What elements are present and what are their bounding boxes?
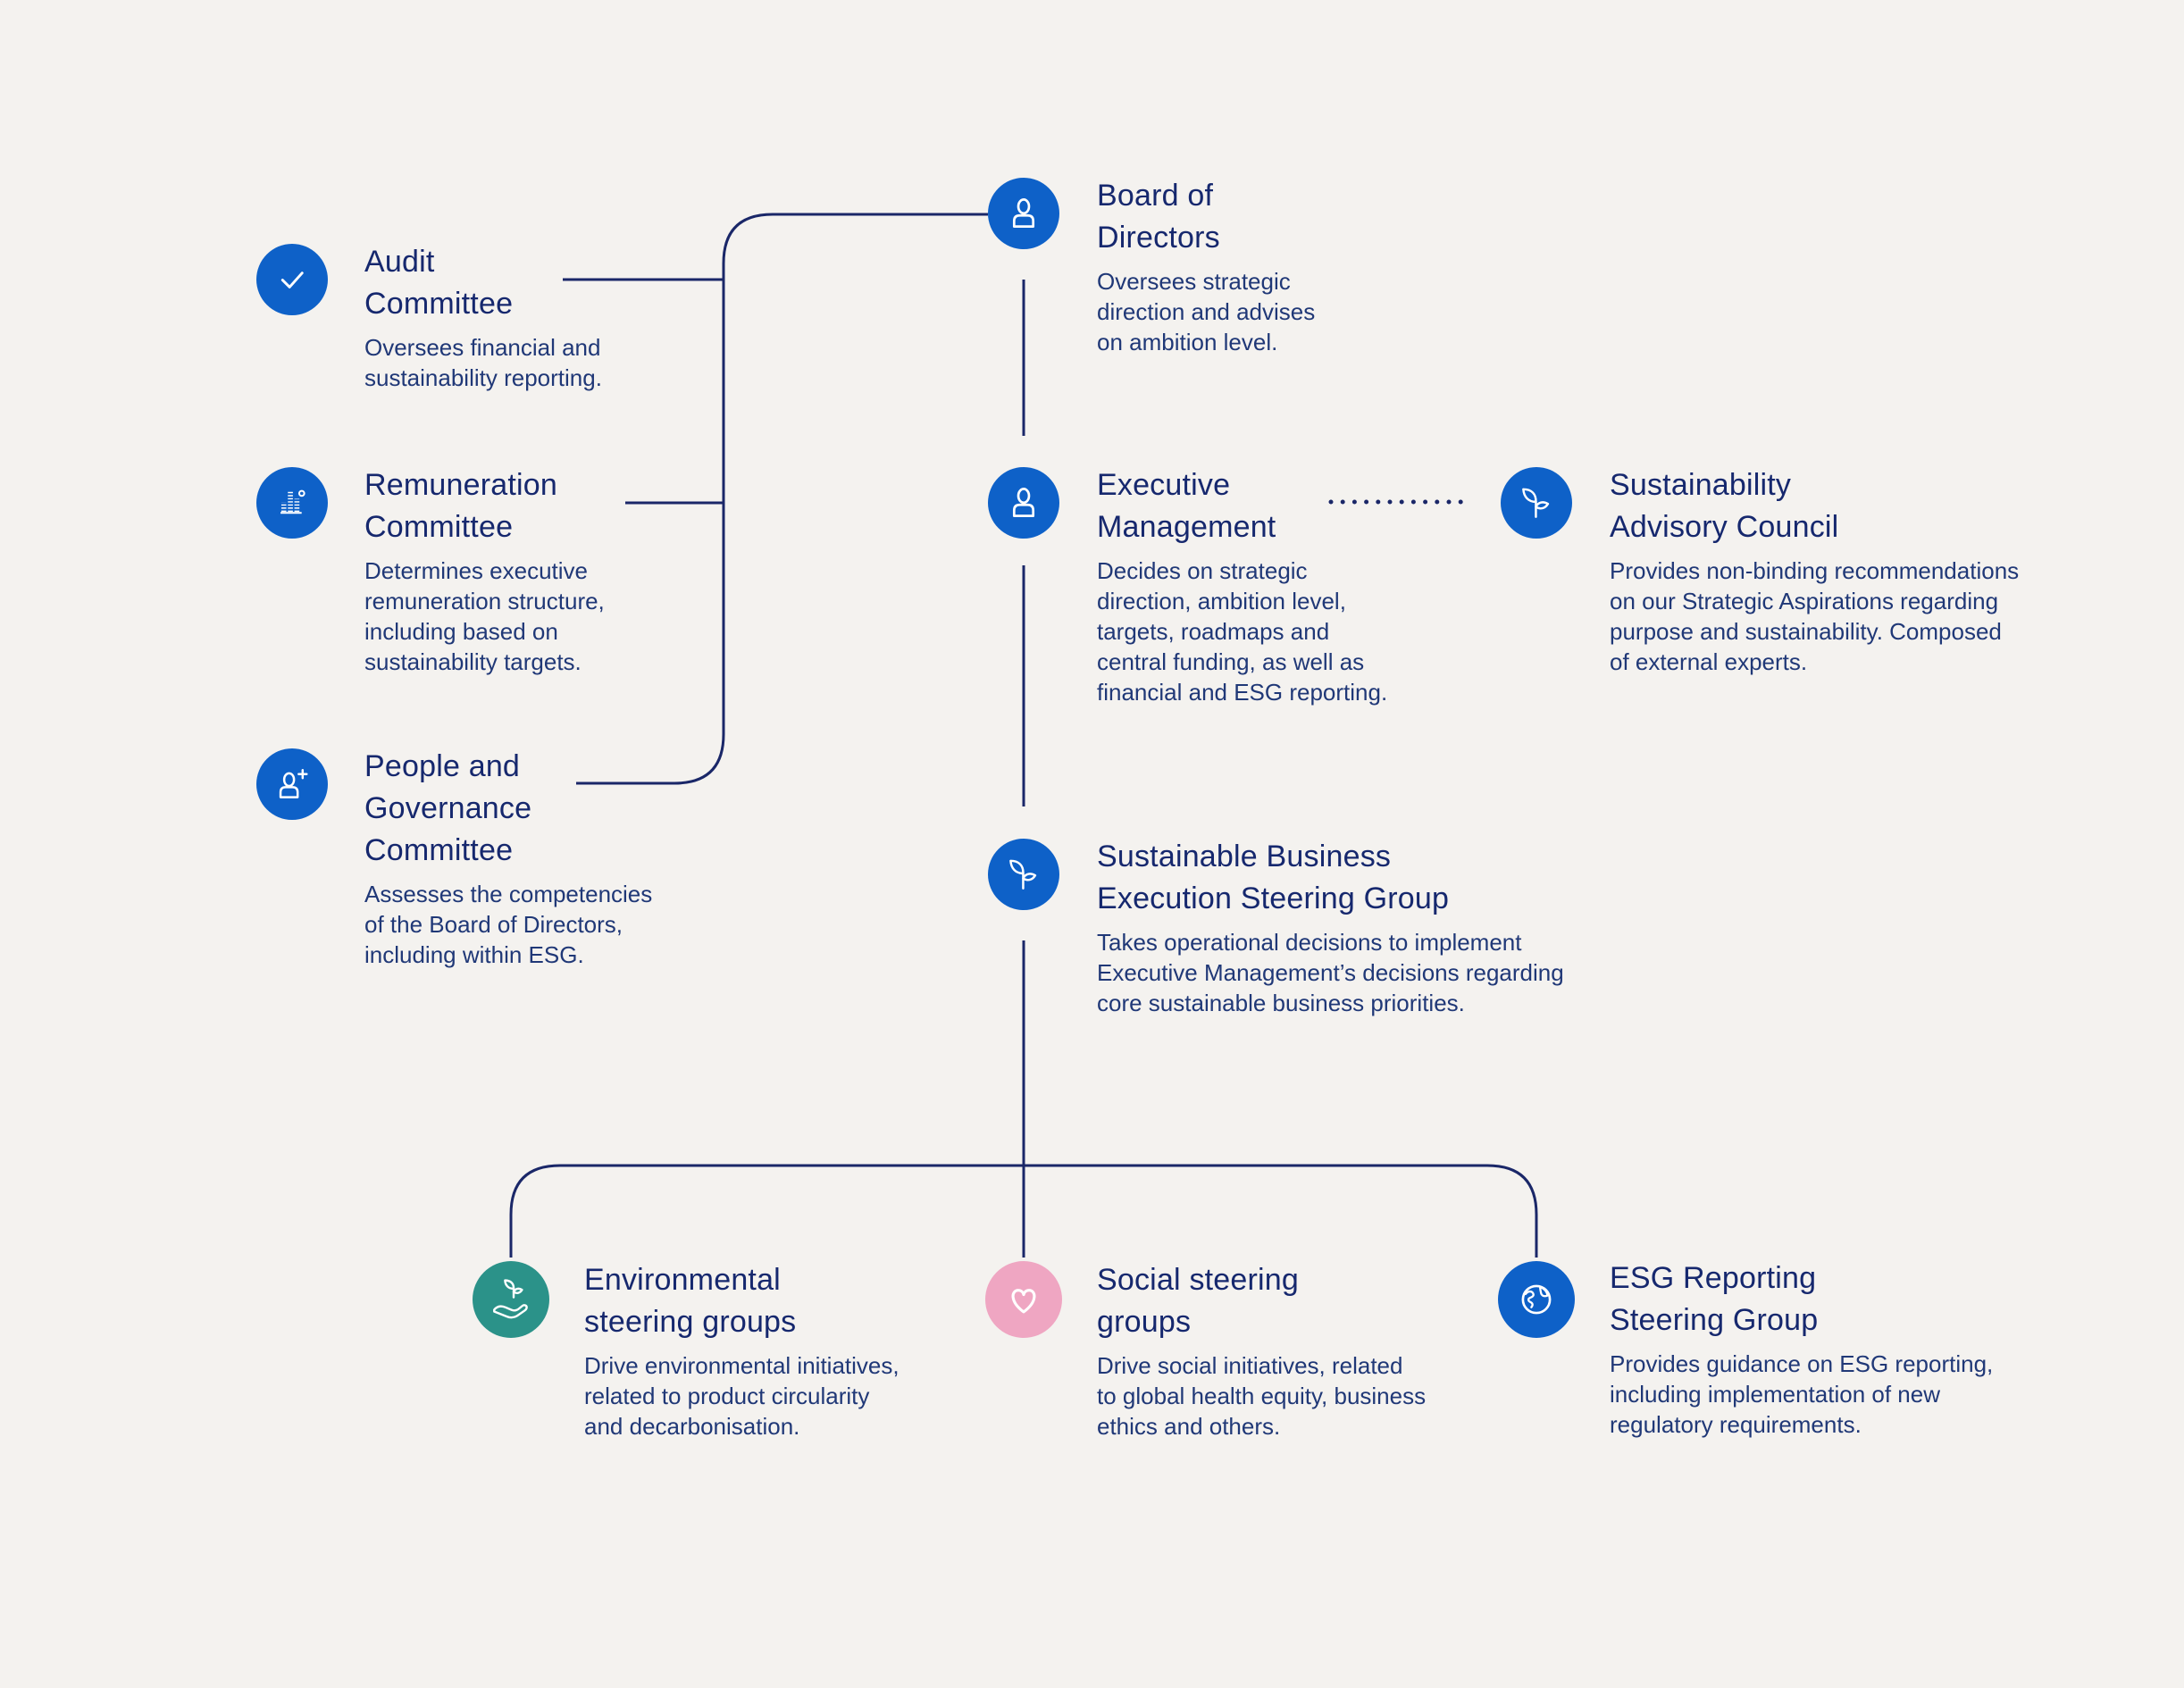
node-description: Provides guidance on ESG reporting, incl… — [1610, 1350, 1994, 1438]
node-title: Board of Directors — [1097, 179, 1220, 255]
leaf-icon — [988, 839, 1059, 910]
node-environmental-steering-groups: Environmental steering groups Drive envi… — [584, 1259, 900, 1441]
node-title: Sustainable Business Execution Steering … — [1097, 840, 1450, 915]
node-title: Audit Committee — [364, 245, 514, 321]
node-description: Takes operational decisions to implement… — [1097, 929, 1564, 1016]
node-description: Assesses the competencies of the Board o… — [364, 881, 653, 968]
node-title: ESG Reporting Steering Group — [1610, 1261, 1819, 1337]
node-description: Oversees financial and sustainability re… — [364, 334, 602, 391]
heart-icon — [985, 1261, 1062, 1338]
node-title: Sustainability Advisory Council — [1610, 468, 1839, 544]
node-title: Social steering groups — [1097, 1263, 1300, 1339]
node-title: People and Governance Committee — [364, 749, 532, 867]
hand-plant-icon — [473, 1261, 549, 1338]
node-sustainable-business-execution-steering-group: Sustainable Business Execution Steering … — [1097, 836, 1564, 1018]
node-audit-committee: Audit Committee Oversees financial and s… — [364, 241, 602, 393]
leaf-icon — [1501, 467, 1572, 539]
board-committees-bracket-line — [576, 213, 988, 785]
node-title: Executive Management — [1097, 468, 1276, 544]
node-social-steering-groups: Social steering groups Drive social init… — [1097, 1259, 1426, 1441]
node-description: Drive social initiatives, related to glo… — [1097, 1352, 1427, 1440]
person-icon — [988, 178, 1059, 249]
node-esg-reporting-steering-group: ESG Reporting Steering Group Provides gu… — [1610, 1258, 1993, 1440]
node-remuneration-committee: Remuneration Committee Determines execut… — [364, 464, 605, 677]
person-icon — [988, 467, 1059, 539]
node-sustainability-advisory-council: Sustainability Advisory Council Provides… — [1610, 464, 2019, 677]
node-executive-management: Executive Management Decides on strategi… — [1097, 464, 1387, 707]
node-description: Drive environmental initiatives, related… — [584, 1352, 900, 1440]
bottom-branch-line — [509, 1164, 1538, 1258]
node-people-governance-committee: People and Governance Committee Assesses… — [364, 746, 652, 970]
node-description: Determines executive remuneration struct… — [364, 557, 605, 675]
node-description: Decides on strategic direction, ambition… — [1097, 557, 1388, 706]
person-add-icon — [256, 748, 328, 820]
node-description: Provides non-binding recommendations on … — [1610, 557, 2020, 675]
node-title: Environmental steering groups — [584, 1263, 797, 1339]
bar-chart-icon — [256, 467, 328, 539]
check-icon — [256, 244, 328, 315]
node-title: Remuneration Committee — [364, 468, 557, 544]
node-board-of-directors: Board of Directors Oversees strategic di… — [1097, 175, 1315, 357]
node-description: Oversees strategic direction and advises… — [1097, 268, 1316, 355]
globe-icon — [1498, 1261, 1575, 1338]
